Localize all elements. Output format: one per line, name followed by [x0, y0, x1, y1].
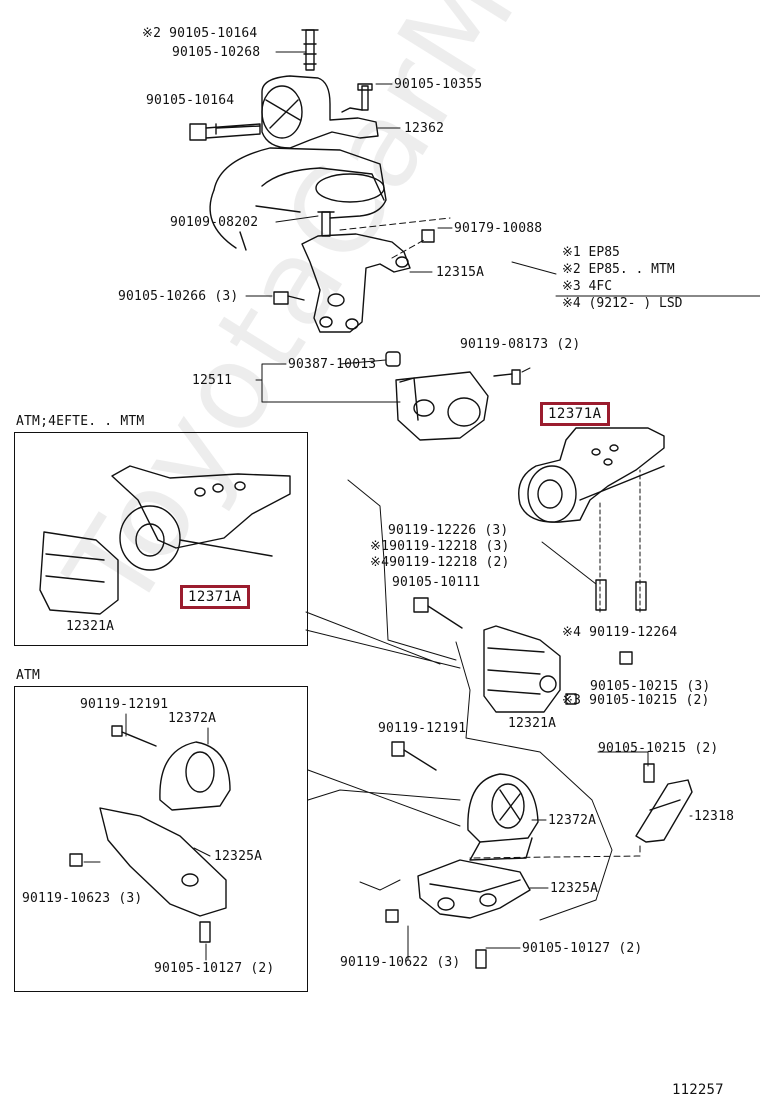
inset-12371A-drawing — [39, 465, 291, 615]
label-90119-12218-4[interactable]: ※490119-12218 (2) — [370, 555, 510, 570]
label-90119-10622[interactable]: 90119-10622 (3) — [340, 955, 461, 970]
leader-lines — [83, 51, 760, 961]
label-90105-10215-3[interactable]: 90105-10215 (3) — [590, 679, 711, 694]
bracket-12325A-drawing — [385, 859, 531, 969]
bracket-12315A-drawing — [273, 211, 435, 333]
label-12315A[interactable]: 12315A — [436, 265, 485, 280]
label-90105-10127[interactable]: 90105-10127 (2) — [522, 941, 643, 956]
inset-title-atm: ATM — [16, 668, 41, 683]
label-12362[interactable]: 12362 — [404, 121, 445, 136]
inset-title-atm-4efte-mtm: ATM;4EFTE. . MTM — [16, 414, 145, 429]
transmission-case-drawing — [209, 147, 387, 251]
part-12371A-inset-highlight[interactable]: 12371A — [180, 585, 250, 609]
label-90119-12218-1[interactable]: ※190119-12218 (3) — [370, 539, 510, 554]
legend-item-4: ※4 (9212- ) LSD — [562, 296, 683, 311]
mount-12321A-drawing — [413, 597, 633, 713]
label-90105-10355[interactable]: 90105-10355 — [394, 77, 483, 92]
mount-12511-drawing — [385, 351, 521, 441]
label-90105-10268[interactable]: 90105-10268 — [172, 45, 261, 60]
label-12325A[interactable]: 12325A — [550, 881, 599, 896]
label-90387-10013[interactable]: 90387-10013 — [288, 357, 377, 372]
label-12325A-box[interactable]: 12325A — [214, 849, 263, 864]
mount-12371A-drawing — [518, 427, 665, 611]
label-12318[interactable]: 12318 — [694, 809, 735, 824]
diagram-id: 112257 — [672, 1082, 724, 1098]
label-90105-10164-top[interactable]: ※2 90105-10164 — [142, 26, 258, 41]
legend-item-3: ※3 4FC — [562, 279, 613, 294]
inset-box-atm — [14, 686, 308, 992]
bracket-12318-drawing — [635, 763, 693, 843]
label-90119-12191[interactable]: 90119-12191 — [378, 721, 467, 736]
label-90119-12191-box[interactable]: 90119-12191 — [80, 697, 169, 712]
label-90119-12226[interactable]: 90119-12226 (3) — [388, 523, 509, 538]
label-90105-10127-box[interactable]: 90105-10127 (2) — [154, 961, 275, 976]
label-90105-10266[interactable]: 90105-10266 (3) — [118, 289, 239, 304]
label-90105-10111[interactable]: 90105-10111 — [392, 575, 481, 590]
mount-12372A-drawing — [391, 741, 539, 861]
label-12511[interactable]: 12511 — [192, 373, 233, 388]
inset-atm-drawing — [69, 725, 231, 943]
label-90105-10164[interactable]: 90105-10164 — [146, 93, 235, 108]
label-12372A-box[interactable]: 12372A — [168, 711, 217, 726]
label-12321A-inset[interactable]: 12321A — [66, 619, 115, 634]
label-90105-10215-2[interactable]: 90105-10215 (2) — [598, 741, 719, 756]
label-90109-08202[interactable]: 90109-08202 — [170, 215, 259, 230]
legend-item-1: ※1 EP85 — [562, 245, 620, 260]
label-12372A[interactable]: 12372A — [548, 813, 597, 828]
label-90179-10088[interactable]: 90179-10088 — [454, 221, 543, 236]
inset-box-atm-4efte-mtm — [14, 432, 308, 646]
label-90105-10215-2b[interactable]: ※3 90105-10215 (2) — [562, 693, 710, 708]
label-90119-10623[interactable]: 90119-10623 (3) — [22, 891, 143, 906]
label-90119-12264[interactable]: ※4 90119-12264 — [562, 625, 678, 640]
mount-12362-drawing — [189, 29, 379, 149]
label-90119-08173[interactable]: 90119-08173 (2) — [460, 337, 581, 352]
part-12371A-highlight[interactable]: 12371A — [540, 402, 610, 426]
legend-item-2: ※2 EP85. . MTM — [562, 262, 675, 277]
label-12321A[interactable]: 12321A — [508, 716, 557, 731]
legend: ※1 EP85 ※2 EP85. . MTM ※3 4FC ※4 (9212- … — [562, 244, 682, 312]
